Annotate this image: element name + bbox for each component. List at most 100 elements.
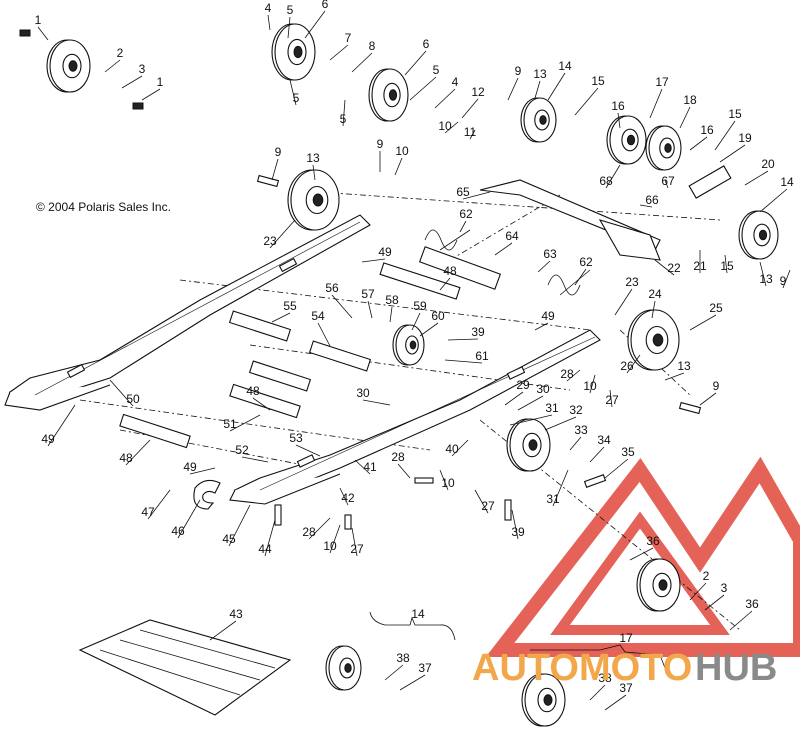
callout-c13a: 13	[533, 67, 547, 81]
leader-line-c35	[604, 458, 629, 479]
callout-c9b: 9	[275, 145, 282, 159]
cross-shafts	[119, 246, 502, 449]
callout-c23b: 23	[625, 275, 639, 289]
leader-line-c44	[264, 519, 276, 557]
idler-wheel-13	[325, 645, 362, 691]
part-46-bracket	[193, 479, 221, 510]
leader-line-c10a	[444, 121, 459, 134]
leader-line-c9e	[699, 392, 717, 406]
leader-line-c49b	[534, 322, 549, 331]
idler-wheel-5	[606, 115, 647, 165]
callout-c60: 60	[431, 309, 445, 323]
callout-leader-lines	[37, 10, 791, 711]
leader-line-c28b	[397, 463, 411, 479]
leader-line-c50	[109, 379, 134, 407]
leader-line-c9b	[271, 158, 279, 181]
callout-c17a: 17	[655, 75, 669, 89]
leader-line-c15c	[724, 254, 728, 274]
leader-line-c49a	[361, 258, 386, 263]
callout-c57: 57	[361, 287, 375, 301]
leader-line-c20	[744, 170, 769, 186]
leader-line-c10d	[439, 469, 449, 491]
leader-line-c39b	[511, 509, 519, 540]
callout-c48b: 48	[246, 384, 260, 398]
callout-c48a: 48	[443, 264, 457, 278]
callout-c6b: 6	[423, 37, 430, 51]
callout-c58: 58	[385, 293, 399, 307]
leader-line-c54	[317, 322, 331, 347]
callout-c2: 2	[117, 46, 124, 60]
callout-c15b: 15	[728, 107, 742, 121]
callout-c1a: 1	[35, 13, 42, 27]
leader-line-c64	[494, 242, 513, 256]
callout-c56: 56	[325, 281, 339, 295]
leader-line-c4b	[434, 88, 456, 109]
leader-line-c15a	[574, 87, 599, 116]
callout-c5b: 5	[293, 91, 300, 105]
idler-wheel-11	[506, 418, 551, 472]
leader-line-c13d	[664, 372, 685, 381]
leader-line-c23a	[269, 219, 296, 249]
leader-line-c7	[329, 44, 349, 61]
leader-line-c37b	[604, 694, 627, 711]
callout-c51: 51	[223, 417, 237, 431]
leader-line-c5a	[287, 16, 291, 39]
callout-c40: 40	[445, 442, 459, 456]
callout-c41: 41	[363, 460, 377, 474]
idler-wheel-6	[645, 125, 682, 171]
leader-line-c41	[354, 459, 371, 475]
leader-line-c48c	[125, 439, 151, 466]
leader-line-c55	[271, 312, 291, 323]
callout-c23a: 23	[263, 234, 277, 248]
idler-wheel-3	[368, 68, 409, 122]
leader-line-c3	[121, 75, 143, 89]
callout-c5d: 5	[433, 63, 440, 77]
callout-c66: 66	[645, 193, 659, 207]
leader-line-c12	[461, 98, 479, 119]
callout-c31b: 31	[546, 492, 560, 506]
callout-c13c: 13	[759, 272, 773, 286]
callout-c63: 63	[543, 247, 557, 261]
left-slide-rail	[4, 214, 371, 411]
callout-c31a: 31	[545, 401, 559, 415]
leader-line-c3b	[704, 594, 725, 611]
callout-c68: 68	[599, 174, 613, 188]
callout-c5c: 5	[340, 112, 347, 126]
callout-c14a: 14	[558, 59, 572, 73]
leader-line-c53	[295, 444, 321, 457]
callout-c37a: 37	[418, 661, 432, 675]
callout-c15c: 15	[720, 259, 734, 273]
callout-c15a: 15	[591, 74, 605, 88]
leader-line-c8	[351, 52, 373, 73]
leader-line-c26	[626, 354, 641, 374]
leader-line-c59	[411, 312, 421, 331]
leader-line-c1b	[141, 88, 161, 101]
callout-c10e: 10	[323, 539, 337, 553]
leader-line-c65	[462, 191, 491, 200]
part-43-hyfax-mat	[78, 619, 292, 716]
leader-line-c1a	[37, 26, 49, 41]
leader-line-c36b	[729, 610, 753, 631]
callout-c12: 12	[471, 85, 485, 99]
idler-wheel-4	[520, 97, 557, 143]
leader-line-c23b	[614, 288, 633, 316]
callout-c9d: 9	[780, 274, 787, 288]
callout-c10d: 10	[441, 476, 455, 490]
leader-line-c22	[654, 259, 675, 276]
callout-c59: 59	[413, 299, 427, 313]
leader-line-c13c	[759, 261, 767, 287]
callout-c33: 33	[574, 423, 588, 437]
leader-line-c67	[664, 179, 669, 189]
callout-c61: 61	[475, 349, 489, 363]
leader-line-c31b	[552, 469, 569, 507]
callout-c29: 29	[516, 378, 530, 392]
callout-c8: 8	[369, 39, 376, 53]
callout-c6a: 6	[322, 0, 329, 11]
callout-c18: 18	[683, 93, 697, 107]
copyright-notice: © 2004 Polaris Sales Inc.	[36, 200, 171, 214]
leader-line-c49d	[189, 467, 216, 475]
leader-line-c38b	[589, 684, 606, 701]
callout-c11: 11	[464, 125, 477, 139]
